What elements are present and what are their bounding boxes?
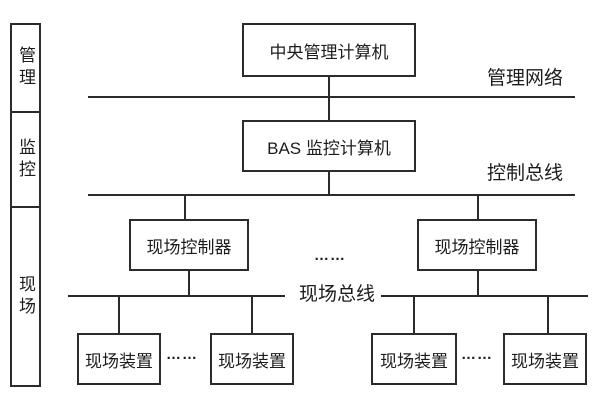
node-field-controller-right: 现场控制器 [417, 219, 537, 271]
node-field-device-4: 现场装置 [503, 333, 587, 385]
level-monitoring: 监控 [12, 111, 39, 206]
ellipsis-between-controllers: …… [314, 247, 346, 264]
connector-bus-to-right-controller [477, 196, 479, 220]
ellipsis-between-devices-left: …… [166, 346, 198, 363]
field-bus-line-left [68, 295, 285, 297]
connector-field-bus-to-device-1 [118, 297, 120, 334]
field-bus-line-right [381, 295, 588, 297]
connector-field-bus-to-device-3 [413, 297, 415, 334]
management-network-label: 管理网络 [487, 68, 564, 89]
connector-right-controller-to-field-bus [477, 271, 479, 296]
node-central-management-computer: 中央管理计算机 [242, 23, 416, 77]
management-network-line [88, 96, 575, 98]
connector-bus-to-left-controller [184, 196, 186, 220]
connector-field-bus-to-device-4 [547, 297, 549, 334]
control-bus-line [88, 194, 575, 196]
control-bus-label: 控制总线 [487, 163, 564, 184]
connector-left-controller-to-field-bus [188, 271, 190, 296]
level-axis: 管理 监控 现场 [10, 23, 41, 387]
connector-central-to-bas [328, 77, 330, 121]
level-management-label: 管理 [16, 46, 35, 90]
connector-field-bus-to-device-2 [251, 297, 253, 334]
connector-bas-to-control-bus [328, 172, 330, 195]
node-field-device-3: 现场装置 [371, 333, 457, 385]
level-field: 现场 [12, 206, 39, 385]
level-monitoring-label: 监控 [16, 137, 35, 182]
field-bus-label: 现场总线 [299, 284, 376, 305]
node-field-device-2: 现场装置 [210, 333, 294, 385]
level-management: 管理 [12, 25, 39, 111]
ellipsis-between-devices-right: …… [461, 346, 493, 363]
node-field-device-1: 现场装置 [77, 333, 161, 385]
node-bas-monitoring-computer: BAS 监控计算机 [242, 120, 416, 172]
level-field-label: 现场 [16, 274, 35, 319]
node-field-controller-left: 现场控制器 [129, 219, 249, 271]
